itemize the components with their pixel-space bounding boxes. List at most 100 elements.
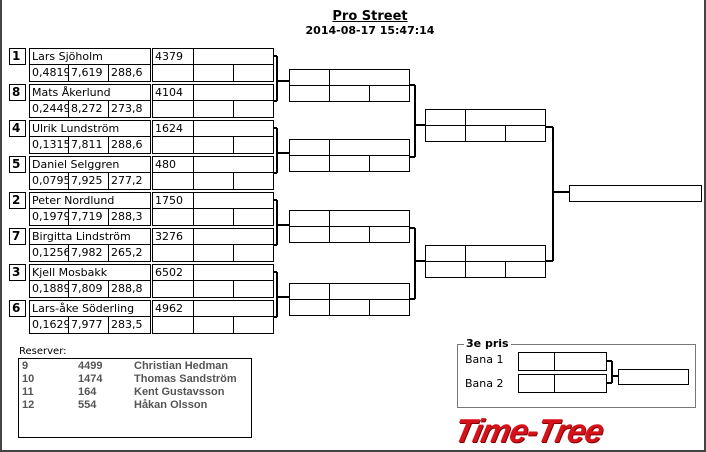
result-cell	[152, 64, 194, 82]
result-cell	[193, 280, 234, 298]
driver-name: Kjell Mosbakk	[29, 264, 151, 281]
result-cell	[233, 208, 274, 226]
result-cell	[233, 64, 274, 82]
seed-number: 1	[9, 48, 26, 65]
result-cell	[193, 120, 274, 137]
result-cell	[193, 100, 234, 118]
result-cell	[193, 192, 274, 209]
round2-cell	[369, 226, 410, 243]
reaction-time: 0,4819	[29, 64, 69, 82]
driver-name: Lars-åke Söderling	[29, 300, 151, 317]
elapsed-time: 7,982	[68, 244, 109, 262]
round2-cell	[329, 210, 410, 227]
result-cell	[233, 316, 274, 334]
reserve-position: 12	[22, 399, 35, 411]
reserve-name: Christian Hedman	[134, 360, 229, 372]
page-title: Pro Street	[332, 9, 408, 24]
driver-name: Ulrik Lundström	[29, 120, 151, 137]
seed-number: 5	[9, 156, 26, 173]
car-number: 3276	[152, 228, 194, 245]
reaction-time: 0,1256	[29, 244, 69, 262]
result-cell	[193, 244, 234, 262]
round2-cell	[329, 283, 410, 300]
semifinal-cell	[465, 245, 546, 262]
car-number: 6502	[152, 264, 194, 281]
result-cell	[193, 316, 234, 334]
result-cell	[193, 264, 274, 281]
car-number: 4104	[152, 84, 194, 101]
speed: 283,5	[108, 316, 151, 334]
reaction-time: 0,2449	[29, 100, 69, 118]
elapsed-time: 8,272	[68, 100, 109, 118]
result-cell	[233, 244, 274, 262]
reserve-number: 4499	[78, 360, 103, 372]
seed-number: 4	[9, 120, 26, 137]
round2-cell	[289, 299, 330, 316]
result-cell	[193, 208, 234, 226]
speed: 273,8	[108, 100, 151, 118]
round2-cell	[369, 85, 410, 102]
result-cell	[193, 172, 234, 190]
seed-number: 2	[9, 192, 26, 209]
elapsed-time: 7,811	[68, 136, 109, 154]
semifinal-cell	[465, 261, 506, 278]
reserve-position: 9	[22, 360, 29, 372]
semifinal-cell	[425, 261, 466, 278]
elapsed-time: 7,719	[68, 208, 109, 226]
reserve-number: 1474	[78, 373, 103, 385]
elapsed-time: 7,809	[68, 280, 109, 298]
reserves-label: Reserver:	[19, 346, 67, 357]
driver-name: Mats Åkerlund	[29, 84, 151, 101]
result-cell	[193, 156, 274, 173]
third-lane1-cell	[518, 352, 555, 371]
result-cell	[193, 228, 274, 245]
lane-2-label: Bana 2	[465, 377, 504, 390]
result-cell	[152, 316, 194, 334]
third-place-title: 3e pris	[464, 337, 511, 350]
third-lane2-cell	[518, 374, 555, 393]
reserve-number: 554	[78, 399, 97, 411]
result-cell	[152, 208, 194, 226]
result-cell	[152, 100, 194, 118]
driver-name: Peter Nordlund	[29, 192, 151, 209]
lane-1-label: Bana 1	[465, 353, 504, 366]
third-place-group	[457, 344, 696, 408]
third-winner-cell	[618, 369, 689, 385]
speed: 265,2	[108, 244, 151, 262]
result-cell	[233, 172, 274, 190]
reaction-time: 0,1629	[29, 316, 69, 334]
reaction-time: 0,0795	[29, 172, 69, 190]
speed: 288,8	[108, 280, 151, 298]
speed: 288,3	[108, 208, 151, 226]
round2-cell	[289, 155, 330, 172]
car-number: 4962	[152, 300, 194, 317]
result-cell	[152, 244, 194, 262]
seed-number: 8	[9, 84, 26, 101]
round2-cell	[289, 283, 330, 300]
seed-number: 3	[9, 264, 26, 281]
round2-cell	[289, 69, 330, 86]
third-lane2-cell	[554, 374, 607, 393]
round2-cell	[329, 69, 410, 86]
car-number: 4379	[152, 48, 194, 65]
semifinal-cell	[465, 109, 546, 126]
elapsed-time: 7,619	[68, 64, 109, 82]
elapsed-time: 7,977	[68, 316, 109, 334]
round2-cell	[329, 226, 370, 243]
round2-cell	[289, 226, 330, 243]
reaction-time: 0,1889	[29, 280, 69, 298]
driver-name: Daniel Selggren	[29, 156, 151, 173]
round2-cell	[289, 85, 330, 102]
reserve-name: Kent Gustavsson	[134, 386, 225, 398]
round2-cell	[329, 299, 370, 316]
round2-cell	[329, 139, 410, 156]
result-cell	[193, 300, 274, 317]
round2-cell	[289, 210, 330, 227]
semifinal-cell	[505, 261, 546, 278]
result-cell	[233, 100, 274, 118]
event-datetime: 2014-08-17 15:47:14	[305, 24, 435, 37]
seed-number: 6	[9, 300, 26, 317]
